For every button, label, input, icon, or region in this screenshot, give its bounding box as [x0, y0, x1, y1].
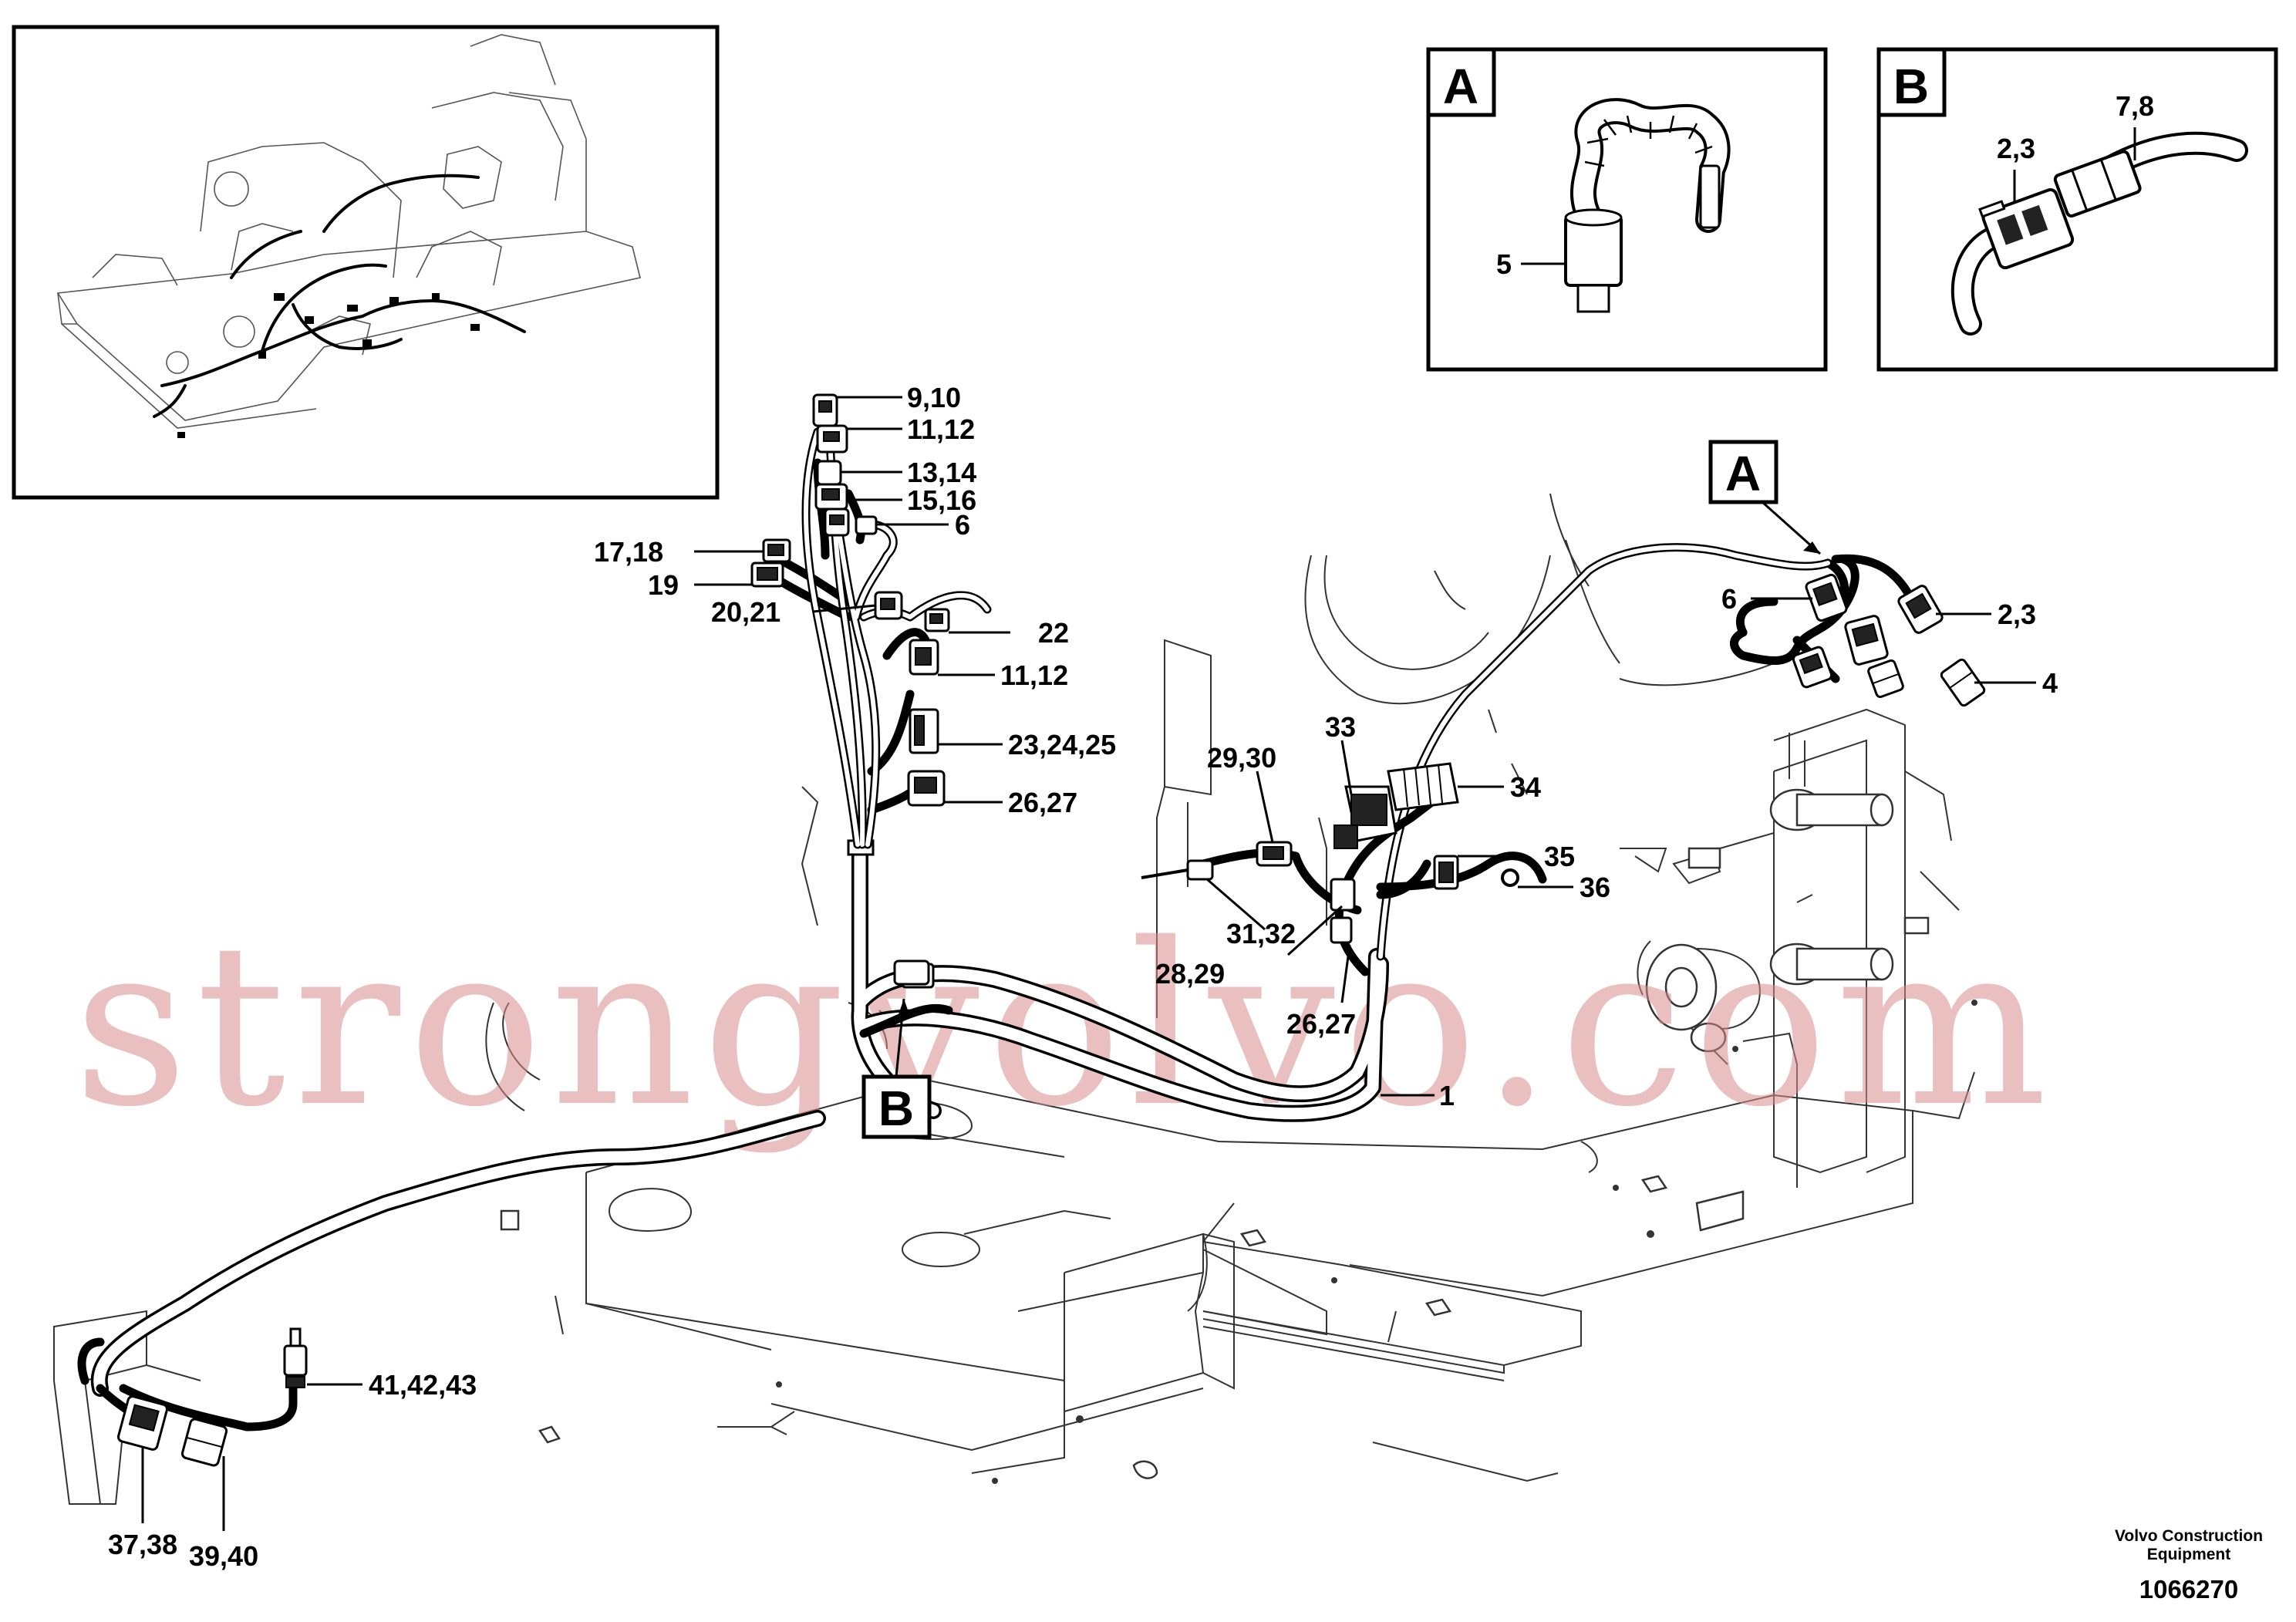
mid-connectors: [1141, 762, 1519, 944]
company-line-2: Equipment: [2147, 1546, 2231, 1563]
detail-a-inset: A 5: [1426, 47, 1828, 372]
callout-31-32: 31,32: [1226, 918, 1296, 949]
svg-text:A: A: [1725, 446, 1761, 501]
detail-a-callout: 5: [1496, 248, 1512, 280]
callout-17-18: 17,18: [594, 536, 663, 568]
callout-26-27-lower: 26,27: [1286, 1008, 1356, 1040]
detail-b-connector: [1950, 131, 2248, 336]
right-connectors: [1792, 573, 1986, 707]
company-line-1: Volvo Construction: [2115, 1527, 2263, 1545]
overview-inset: [12, 25, 720, 500]
marker-a: A: [1708, 440, 1821, 555]
callout-6-right: 6: [1721, 583, 1737, 615]
callout-13-14: 13,14: [907, 457, 976, 488]
detail-a-letter: A: [1443, 59, 1478, 114]
callout-35: 35: [1544, 841, 1575, 872]
callout-20-21: 20,21: [711, 596, 781, 628]
callout-4: 4: [2042, 667, 2058, 699]
detail-b-callout-left: 2,3: [1997, 133, 2035, 164]
detail-b-letter: B: [1893, 59, 1929, 114]
callout-11-12-upper: 11,12: [907, 413, 975, 445]
callout-9-10: 9,10: [907, 382, 961, 413]
main-harness: [77, 393, 1986, 1467]
callout-26-27-upper: 26,27: [1008, 787, 1077, 818]
callout-37-38: 37,38: [108, 1529, 177, 1560]
svg-text:B: B: [878, 1081, 914, 1136]
callout-33: 33: [1325, 711, 1356, 743]
callout-19: 19: [648, 569, 679, 601]
detail-a-connector: [1564, 98, 1731, 313]
callout-leaders: [141, 396, 2036, 1531]
detail-b-callout-right: 7,8: [2116, 90, 2154, 122]
callout-39-40: 39,40: [189, 1540, 258, 1572]
callout-labels: 9,10 11,12 13,14 15,16 6 17,18 19 20,21 …: [108, 382, 2058, 1572]
callout-34: 34: [1510, 771, 1541, 803]
lower-connectors: [116, 959, 930, 1467]
marker-b: B: [861, 998, 932, 1139]
callout-23-24-25: 23,24,25: [1008, 729, 1116, 760]
callout-36: 36: [1580, 872, 1610, 903]
callout-1: 1: [1439, 1080, 1455, 1111]
detail-b-inset: B 2,3 7,8: [1876, 47, 2278, 372]
callout-11-12-lower: 11,12: [1000, 659, 1068, 691]
watermark: strongvolvo.com: [73, 896, 2055, 1156]
machine-frame: [53, 493, 1975, 1505]
footer: Volvo Construction Equipment 1066270: [2115, 1527, 2263, 1603]
callout-6-upper: 6: [955, 509, 970, 541]
frame-details: [500, 788, 1977, 1484]
callout-22: 22: [1038, 617, 1069, 649]
callout-2-3: 2,3: [1998, 599, 2036, 630]
drawing-number: 1066270: [2139, 1575, 2238, 1603]
callout-28-29: 28,29: [1155, 958, 1225, 990]
callout-29-30: 29,30: [1207, 742, 1276, 774]
callout-15-16: 15,16: [907, 484, 976, 516]
callout-41-42-43: 41,42,43: [369, 1369, 477, 1401]
